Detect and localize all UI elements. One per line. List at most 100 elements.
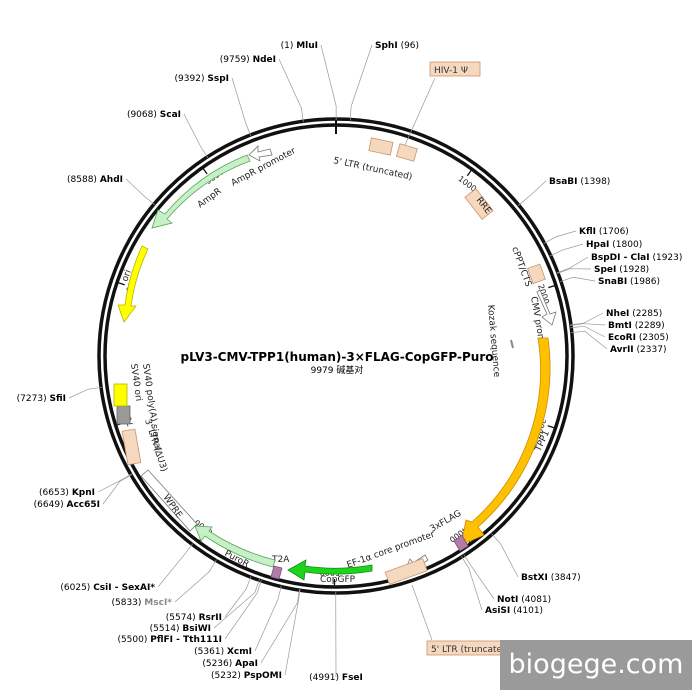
site-leader-line (559, 276, 596, 283)
site-leader-line (254, 585, 282, 652)
feature-label: 5' LTR (truncated) (431, 645, 511, 655)
site-label: (5361) XcmI (194, 647, 252, 657)
site-label: AvrII (2337) (610, 345, 666, 355)
site-name: AhdI (100, 175, 123, 185)
site-name: KflI (579, 227, 596, 237)
restriction-site: (9392) SspI (175, 74, 252, 137)
site-name: Acc65I (66, 500, 100, 510)
feature-label: T2A (271, 555, 290, 565)
site-name: SphI (375, 41, 398, 51)
site-name: MluI (296, 41, 318, 51)
site-name: KpnI (72, 488, 95, 498)
site-leader-line (174, 559, 217, 603)
feature-label: CopGFP (320, 575, 356, 585)
site-name: PspOMI (244, 671, 282, 681)
feature-ampr-promoter: AmpR promoter (230, 145, 298, 189)
site-label: (1) MluI (281, 41, 318, 51)
site-position: (9759) (220, 55, 250, 65)
site-position: (1986) (630, 277, 660, 287)
site-position: (1800) (612, 240, 642, 250)
ruler-tick (547, 425, 556, 429)
site-position: (9392) (175, 74, 205, 84)
feature-label: Kozak sequence (485, 304, 501, 378)
site-position: (1706) (599, 227, 629, 237)
site-name: SspI (207, 74, 229, 84)
site-position: (2285) (632, 309, 662, 319)
restriction-site: (5232) PspOMI (211, 589, 301, 681)
feature-cppt: cPPT/CTS (509, 246, 546, 289)
site-position: (5833) (111, 598, 141, 608)
site-name: NheI (606, 309, 629, 319)
site-leader-line (543, 230, 577, 244)
restriction-site: (8588) AhdI (67, 175, 155, 206)
feature-hiv-psi: HIV-1 Ψ (404, 61, 481, 146)
site-name: PflFI - Tth111I (150, 635, 222, 645)
site-label: (5500) PflFI - Tth111I (117, 635, 222, 645)
restriction-sites: (1) MluI SphI (96) BsaBI (1398) KflI (1706)… (17, 41, 683, 683)
restriction-site: SphI (96) (349, 41, 419, 121)
feature-ori: ori (117, 245, 149, 323)
site-label: SnaBI (1986) (598, 277, 660, 287)
feature-label: AmpR (196, 187, 224, 211)
site-leader-line (284, 589, 301, 676)
restriction-site: EcoRI (2305) (570, 325, 669, 343)
site-label: BsaBI (1398) (549, 177, 610, 187)
restriction-site: KflI (1706) (543, 227, 629, 244)
site-position: (5500) (117, 635, 147, 645)
site-leader-line (102, 474, 133, 505)
watermark-logo: biogege.com (500, 640, 692, 690)
site-position: (1928) (619, 265, 649, 275)
site-label: (6025) CsiI - SexAI* (60, 583, 155, 593)
site-leader-line (231, 77, 252, 137)
site-label: (5574) RsrII (166, 613, 222, 623)
feature-kozak: Kozak sequence (485, 304, 514, 378)
restriction-site: (5514) BsiWI (150, 579, 260, 634)
site-label: (5833) MscI* (111, 598, 172, 608)
site-leader-line (260, 589, 300, 664)
site-name: NdeI (253, 55, 276, 65)
feature-t2a: T2A (270, 555, 290, 580)
site-name: SpeI (594, 265, 616, 275)
site-position: (7273) (17, 394, 47, 404)
site-name: BsaBI (549, 177, 578, 187)
site-leader-line (125, 178, 155, 206)
site-position: (5232) (211, 671, 241, 681)
site-label: (6653) KpnI (39, 488, 95, 498)
site-label: BspDI - ClaI (1923) (591, 253, 682, 263)
site-name: RsrII (199, 613, 222, 623)
site-label: SpeI (1928) (594, 265, 649, 275)
site-leader-line (224, 576, 252, 618)
site-leader-line (557, 268, 592, 274)
restriction-site: (1) MluI (281, 41, 337, 121)
site-leader-line (460, 555, 483, 611)
feature-5ltr-bottom: 5' LTR (truncated) (384, 558, 511, 656)
site-leader-line (491, 533, 519, 578)
restriction-site: SnaBI (1986) (559, 276, 660, 287)
restriction-site: (5574) RsrII (166, 576, 252, 623)
restriction-site: (6653) KpnI (39, 473, 132, 498)
site-label: BmtI (2289) (608, 321, 665, 331)
site-position: (8588) (67, 175, 97, 185)
site-leader-line (183, 113, 209, 158)
site-label: NotI (4081) (497, 595, 551, 605)
restriction-site: BspDI - ClaI (1923) (556, 253, 682, 274)
site-position: (5514) (150, 624, 180, 634)
site-name: ApaI (235, 659, 258, 669)
restriction-site: (5500) PflFI - Tth111I (117, 579, 262, 645)
site-leader-line (68, 386, 103, 399)
site-position: (1923) (652, 253, 682, 263)
site-leader-line (463, 554, 495, 600)
site-name: SfiI (49, 394, 66, 404)
site-position: (3847) (551, 573, 581, 583)
site-name: EcoRI (608, 333, 636, 343)
site-label: (9392) SspI (175, 74, 229, 84)
site-label: (9759) NdeI (220, 55, 276, 65)
site-leader-line (569, 312, 604, 326)
plasmid-title: pLV3-CMV-TPP1(human)-3×FLAG-CopGFP-Puro (180, 350, 493, 364)
restriction-site: (7273) SfiI (17, 386, 103, 404)
restriction-site: BmtI (2289) (569, 321, 665, 331)
feature-label: ori (120, 269, 133, 283)
restriction-site: NotI (4081) (463, 554, 551, 605)
site-name: CsiI - SexAI* (93, 583, 155, 593)
